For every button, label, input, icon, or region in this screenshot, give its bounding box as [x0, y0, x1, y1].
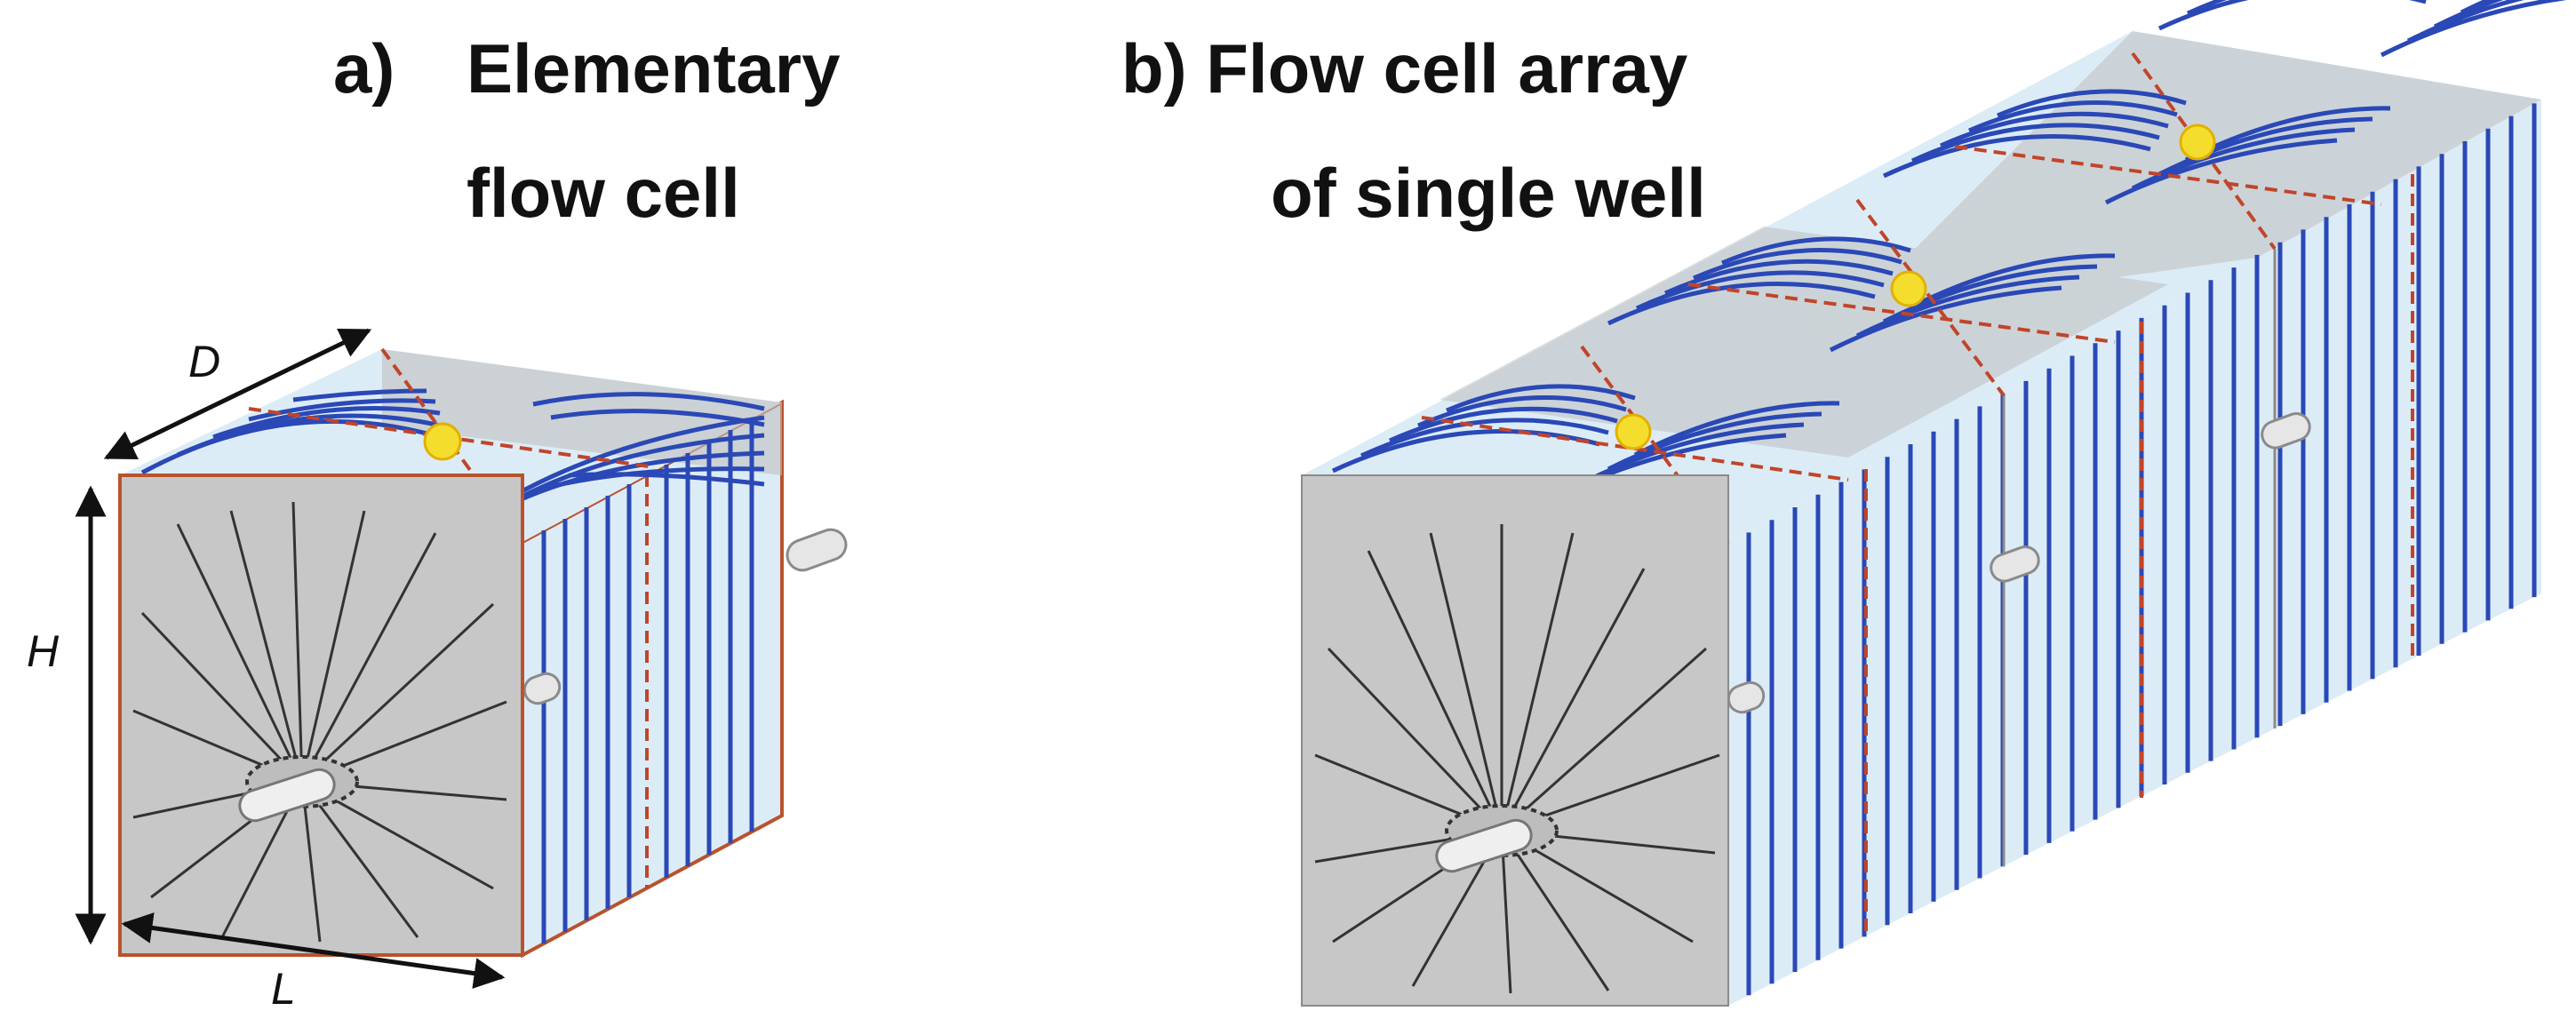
array-top-streamline	[1968, 100, 2178, 133]
array-top-streamline	[2406, 0, 2524, 44]
array-top-streamline	[1633, 401, 1840, 458]
array-front-face	[1301, 474, 1729, 1007]
front-radial-lines	[132, 501, 507, 943]
array-top-streamline	[1997, 89, 2187, 118]
elementary-flow-cell	[75, 328, 848, 989]
array-top-streamline	[1663, 259, 1894, 296]
panel-b-title-line1: b) Flow cell array	[1121, 29, 1688, 107]
array-top-streamline	[1693, 248, 1902, 281]
array-top-streamline	[1417, 395, 1627, 428]
array-interior-pipes	[1727, 412, 2311, 714]
panel-a-title-line2: flow cell	[467, 154, 740, 232]
array-top-streamline	[1607, 282, 1876, 326]
array-top-streamline	[1882, 264, 2098, 324]
array-cell-dividers	[2002, 249, 2277, 866]
height-label: H	[27, 626, 60, 676]
array-top-streamline	[1939, 111, 2169, 148]
array-stagnation-point-3	[2179, 123, 2216, 161]
array-side-divides	[1864, 174, 2414, 935]
array-top-streamline	[1580, 422, 1805, 486]
array-top-streamline	[1721, 236, 1911, 266]
array-side-streamlines	[1746, 103, 2537, 996]
array-top-streamline	[1388, 406, 1618, 443]
stagnation-point	[423, 422, 462, 461]
length-arrow	[121, 912, 506, 989]
well-pipe	[238, 768, 336, 823]
array-well-pipe	[1435, 818, 1533, 873]
panel-a-title-line1: Elementary	[467, 29, 841, 107]
array-top-streamline	[2157, 0, 2427, 31]
array-top-streamline	[1607, 411, 1822, 472]
array-top-streamline	[1910, 123, 2160, 163]
array-top-streamline	[2433, 0, 2504, 29]
cell-front-face	[118, 474, 524, 957]
array-top-streamline	[1446, 384, 1636, 413]
flow-cell-array	[1301, 0, 2567, 1007]
array-top-streamline	[1882, 134, 2151, 179]
array-stagnation-point-2	[1890, 270, 1927, 307]
depth-arrow	[103, 328, 372, 460]
panel-a-label: a)	[333, 29, 395, 107]
array-stagnation-point-1	[1615, 413, 1652, 450]
array-top-streamline	[1635, 270, 1885, 311]
array-top-streamline	[2157, 116, 2373, 177]
array-top-streamline	[1360, 418, 1609, 458]
array-top-streamline	[1909, 253, 2116, 310]
array-top-streamline	[2186, 0, 2228, 16]
array-top-streamline	[1855, 275, 2080, 338]
panel-b-title-line2: of single well	[1271, 154, 1706, 232]
side-streamlines	[541, 418, 754, 943]
outlet-pipe	[522, 528, 848, 705]
